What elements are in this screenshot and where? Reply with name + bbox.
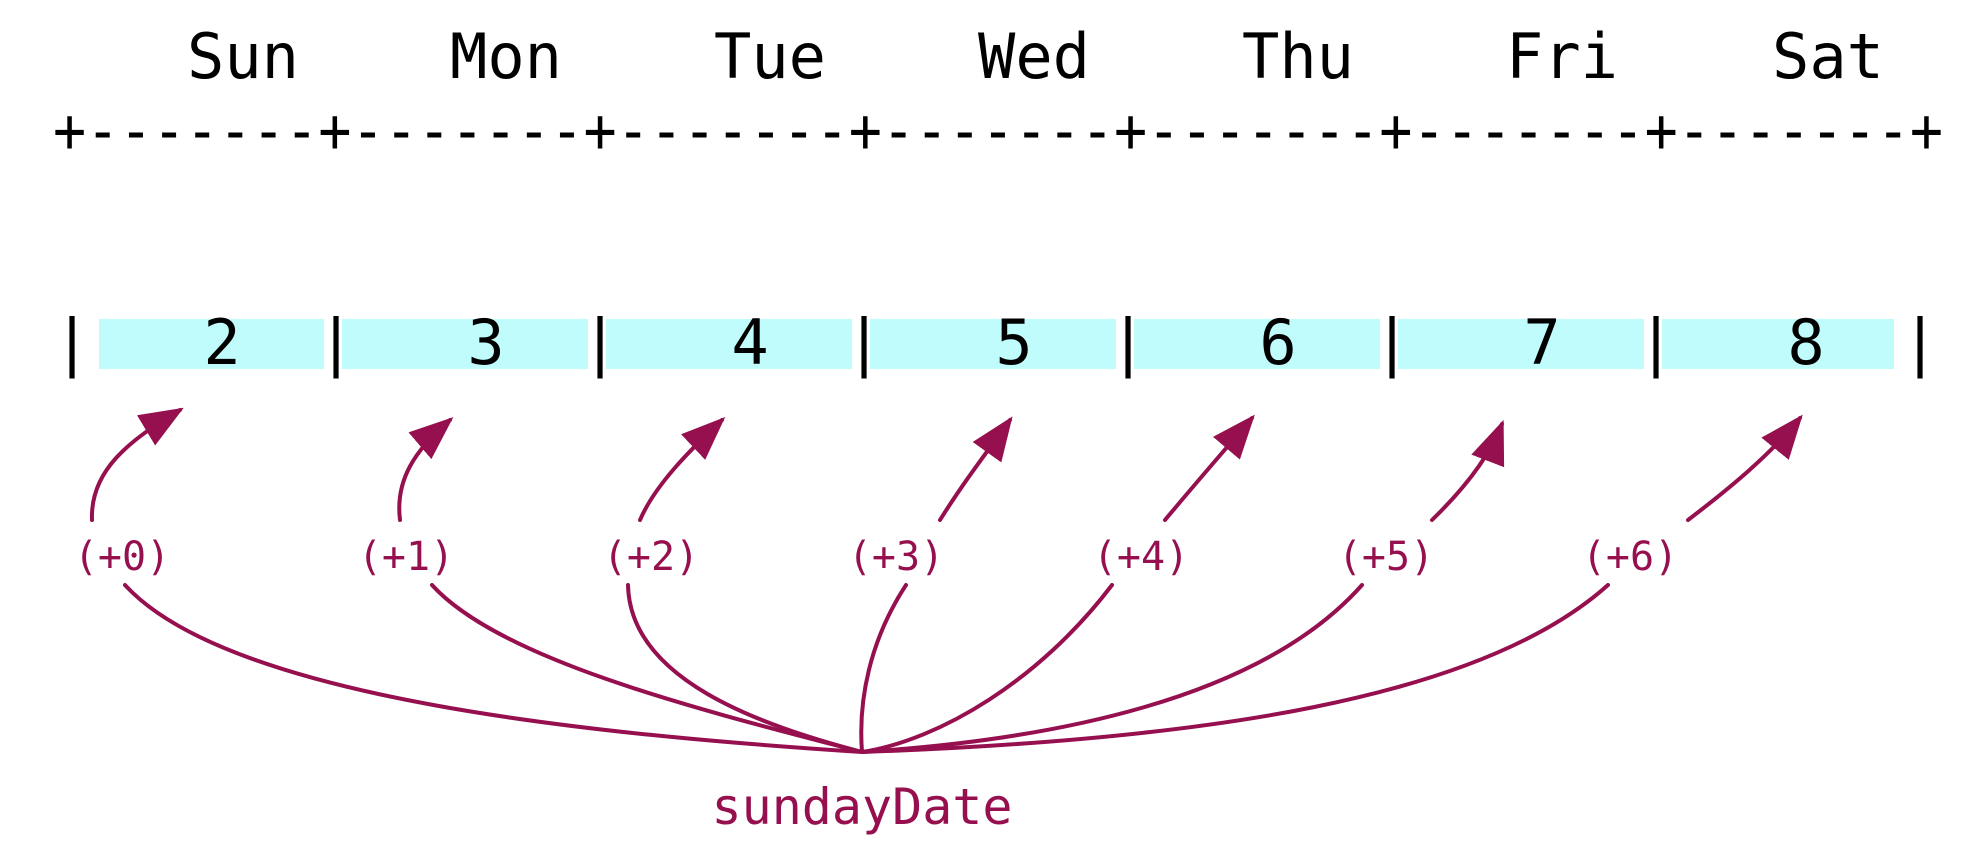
- offset-labels: (+0) (+1) (+2) (+3) (+4) (+5) (+6): [74, 534, 1678, 580]
- cell-separator: |: [1373, 306, 1410, 380]
- day-header: Sun Mon Tue Wed Thu Fri Sat: [187, 20, 1884, 93]
- cell-separator: |: [317, 306, 354, 380]
- variable-name-label: sundayDate: [711, 778, 1012, 836]
- cell-highlight: [1398, 319, 1644, 369]
- cell-separator: |: [53, 306, 90, 380]
- day-name-sun: Sun: [187, 20, 299, 93]
- offset-label-4: (+4): [1093, 534, 1189, 580]
- arrow-to-wed: [938, 416, 1013, 522]
- offset-label-0: (+0): [74, 534, 170, 580]
- offset-label-6: (+6): [1582, 534, 1678, 580]
- arrow-to-mon: [397, 417, 454, 522]
- day-name-mon: Mon: [450, 20, 562, 93]
- source-line-0: [123, 583, 864, 754]
- cell-highlight: [870, 319, 1116, 369]
- day-name-fri: Fri: [1506, 20, 1618, 93]
- source-line-1: [430, 583, 864, 754]
- cell-separator: |: [1637, 306, 1674, 380]
- date-row: 2 3 4 5 6 7 8: [203, 306, 1824, 379]
- date-cell-fri: 7: [1523, 306, 1560, 379]
- offset-label-2: (+2): [603, 534, 699, 580]
- cell-separator: |: [581, 306, 618, 380]
- arrow-to-sun: [89, 407, 184, 522]
- cell-highlight: [342, 319, 588, 369]
- day-name-tue: Tue: [714, 20, 826, 93]
- source-line-5: [860, 583, 1364, 754]
- day-name-thu: Thu: [1242, 20, 1354, 93]
- cell-separator: |: [1901, 306, 1938, 380]
- source-line-3: [859, 583, 908, 754]
- day-name-sat: Sat: [1772, 20, 1884, 93]
- arrow-to-sat: [1686, 414, 1803, 522]
- day-name-wed: Wed: [978, 20, 1090, 93]
- date-cell-wed: 5: [995, 306, 1032, 379]
- arrow-to-fri: [1430, 419, 1505, 522]
- source-line-6: [860, 583, 1610, 754]
- cell-highlight: [1134, 319, 1380, 369]
- date-row-separators: | | | | | | | |: [53, 306, 1938, 380]
- source-line-4: [860, 583, 1114, 754]
- source-line-2: [626, 583, 864, 754]
- date-row-highlight: [99, 319, 1894, 369]
- date-cell-tue: 4: [731, 306, 768, 379]
- date-cell-thu: 6: [1259, 306, 1296, 379]
- offset-label-3: (+3): [848, 534, 944, 580]
- cell-highlight: [99, 319, 324, 369]
- offset-arrows: [89, 407, 1803, 522]
- cell-separator: |: [1109, 306, 1146, 380]
- offset-label-5: (+5): [1338, 534, 1434, 580]
- offset-label-1: (+1): [358, 534, 454, 580]
- table-border: +-------+-------+-------+-------+-------…: [53, 94, 1943, 167]
- date-cell-mon: 3: [467, 306, 504, 379]
- arrow-to-tue: [638, 416, 726, 522]
- cell-separator: |: [845, 306, 882, 380]
- offset-source-lines: [123, 583, 1610, 754]
- date-cell-sat: 8: [1787, 306, 1824, 379]
- arrow-to-thu: [1163, 414, 1255, 522]
- date-cell-sun: 2: [203, 306, 240, 379]
- cell-highlight: [1662, 319, 1894, 369]
- cell-highlight: [606, 319, 852, 369]
